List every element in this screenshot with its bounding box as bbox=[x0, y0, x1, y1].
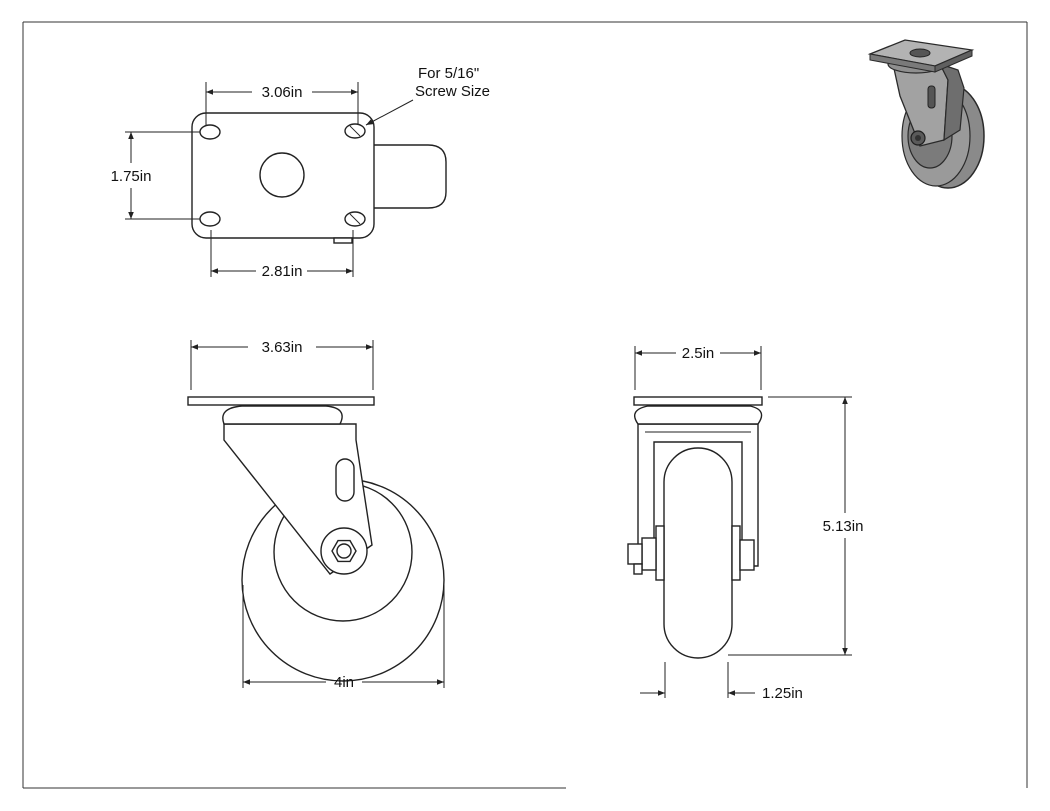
dim-top-height: 1.75in bbox=[111, 168, 152, 185]
dim-wheel-width: 1.25in bbox=[762, 685, 803, 702]
side-view: 2.5in 5.13in 1.25in bbox=[620, 345, 863, 718]
dim-plate-width: 3.63in bbox=[262, 339, 303, 356]
dim-top-width: 3.06in bbox=[262, 84, 303, 101]
dim-bolt-spacing: 2.81in bbox=[262, 263, 303, 280]
iso-view bbox=[867, 39, 985, 189]
screw-note-line2: Screw Size bbox=[415, 83, 490, 100]
top-view: 3.06in 1.75in 2.81in For 5/16" Screw Siz… bbox=[111, 65, 490, 280]
dim-side-width: 2.5in bbox=[682, 345, 715, 362]
sheet-frame bbox=[22, 21, 1028, 789]
dim-overall-height: 5.13in bbox=[823, 518, 864, 535]
screw-note-line1: For 5/16" bbox=[418, 65, 479, 82]
dim-wheel-diameter: 4in bbox=[334, 674, 354, 691]
front-view: 3.63in 4in bbox=[187, 339, 445, 691]
